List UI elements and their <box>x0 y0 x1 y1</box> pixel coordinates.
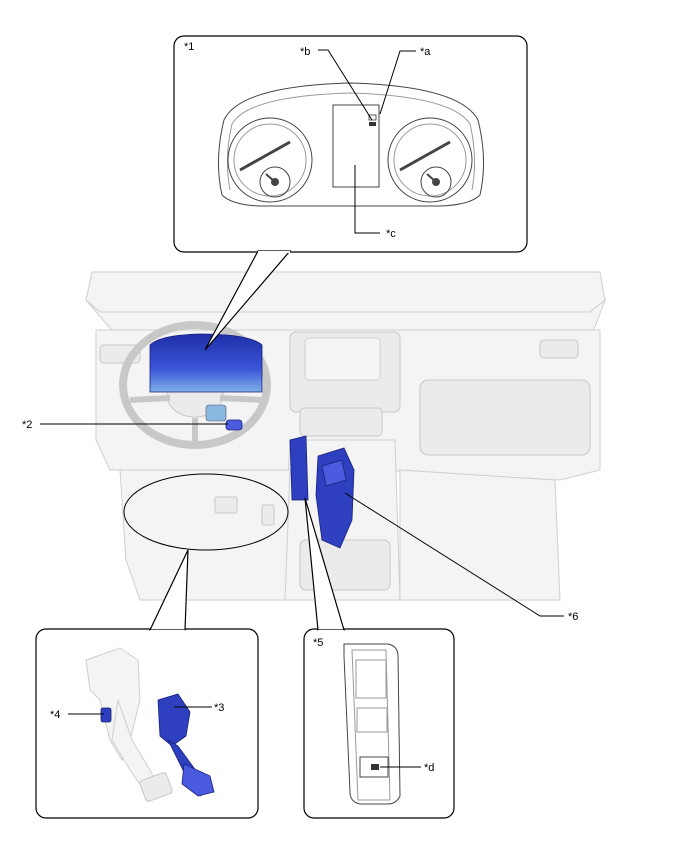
callout-5: *5 <box>313 637 323 649</box>
glovebox <box>419 379 591 456</box>
detail-box-switch: *5 *d <box>303 497 455 819</box>
steering-wheel <box>119 321 271 449</box>
center-display <box>304 337 381 381</box>
callout-6: *6 <box>568 611 578 623</box>
switch-panel-inner <box>351 649 391 801</box>
callout-d: *d <box>424 762 434 774</box>
callout-c: *c <box>386 228 396 240</box>
accelerator-pad <box>181 763 215 797</box>
right-gauge-needle <box>399 140 451 172</box>
vehicle-interior <box>85 271 607 601</box>
left-gauge-needle <box>239 140 291 172</box>
steering-spoke-right <box>219 395 263 403</box>
meter-housing <box>217 82 485 207</box>
console-switch-assembly <box>289 435 309 501</box>
leader-b <box>318 49 373 121</box>
stop-light-switch <box>100 707 112 723</box>
meter-housing-inner <box>226 92 476 191</box>
callout-4: *4 <box>50 709 60 721</box>
callout-2: *2 <box>22 419 32 431</box>
passenger-floor <box>399 469 561 601</box>
switch-slot-middle <box>356 707 388 733</box>
left-subgauge <box>259 166 291 198</box>
leader-c <box>354 165 380 234</box>
detail-box-switch-frame <box>303 628 455 819</box>
detail-box-pedals: *4 *3 <box>35 549 259 819</box>
brake-pedal-ghost <box>214 496 238 514</box>
pedal-area-ellipse <box>123 473 289 551</box>
target-switch-icon <box>371 764 379 770</box>
leader-6 <box>344 492 564 617</box>
right-gauge <box>387 117 473 203</box>
detail-box-meter-frame <box>173 35 528 253</box>
callout-1: *1 <box>184 41 194 53</box>
combination-meter-in-vehicle <box>149 333 263 393</box>
detail-box-meter: *1 *b *a *c <box>173 35 528 351</box>
switch-near-steering <box>225 419 243 431</box>
right-subgauge <box>420 166 452 198</box>
shift-lever-detail <box>321 459 347 487</box>
callout-3: *3 <box>214 702 224 714</box>
multi-info-display <box>332 104 380 188</box>
left-subgauge-needle <box>265 173 276 183</box>
brake-pedal-pad <box>139 772 173 802</box>
vent-right <box>539 339 579 359</box>
leader-a <box>379 50 416 115</box>
callout-b: *b <box>300 46 310 58</box>
climate-panel <box>299 407 383 437</box>
dash-top <box>85 271 606 313</box>
callout-a: *a <box>420 46 431 58</box>
steering-spoke-left <box>129 395 171 403</box>
switch-panel <box>343 643 401 805</box>
right-subgauge-needle <box>426 173 437 183</box>
switch-slot-upper <box>355 659 387 699</box>
indicator-a-icon <box>368 114 377 121</box>
indicator-b-icon <box>369 122 376 126</box>
steering-column-part <box>205 404 227 422</box>
left-gauge <box>227 117 313 203</box>
driver-floor <box>119 469 291 601</box>
accel-pedal-ghost <box>261 504 275 526</box>
